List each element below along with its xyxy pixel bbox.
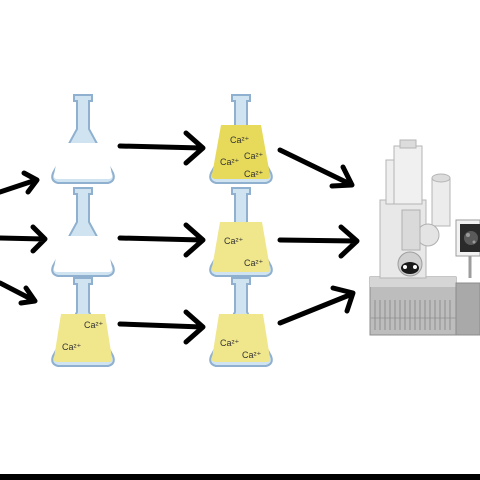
flask-2-1: Ca²⁺ Ca²⁺ Ca²⁺ Ca²⁺ bbox=[209, 94, 273, 184]
arrow-mid-bottom bbox=[117, 309, 206, 345]
arrow-in-bottom bbox=[0, 280, 38, 306]
bottom-border bbox=[0, 474, 480, 480]
ion-label: Ca²⁺ bbox=[62, 342, 82, 352]
calcium-flasks: Ca²⁺ Ca²⁺ Ca²⁺ Ca²⁺ Ca²⁺ Ca²⁺ Ca²⁺ Ca²⁺ bbox=[209, 94, 273, 367]
flask-2-3: Ca²⁺ Ca²⁺ bbox=[209, 277, 273, 367]
flask-1-1 bbox=[51, 94, 115, 184]
arrow-out-middle bbox=[277, 224, 360, 259]
ion-label: Ca²⁺ bbox=[220, 338, 240, 348]
arrow-in-middle bbox=[0, 224, 48, 254]
arrow-mid-middle bbox=[117, 222, 206, 258]
arrow-out-top bbox=[277, 147, 355, 189]
ion-label: Ca²⁺ bbox=[230, 135, 250, 145]
electron-microscope-icon bbox=[369, 139, 480, 336]
ion-label: Ca²⁺ bbox=[244, 151, 264, 161]
ion-label: Ca²⁺ bbox=[220, 157, 240, 167]
initial-flasks: Ca²⁺ Ca²⁺ bbox=[51, 94, 115, 367]
ion-label: Ca²⁺ bbox=[244, 258, 264, 268]
flask-1-2 bbox=[51, 187, 115, 277]
middle-arrows bbox=[117, 130, 206, 345]
flask-1-3: Ca²⁺ Ca²⁺ bbox=[51, 277, 115, 367]
arrow-mid-top bbox=[117, 130, 206, 166]
ion-label: Ca²⁺ bbox=[224, 236, 244, 246]
arrow-in-top bbox=[0, 170, 40, 195]
flask-2-2: Ca²⁺ Ca²⁺ bbox=[209, 187, 273, 277]
ion-label: Ca²⁺ bbox=[244, 169, 264, 179]
ion-label: Ca²⁺ bbox=[84, 320, 104, 330]
arrow-out-bottom bbox=[277, 285, 356, 326]
ion-label: Ca²⁺ bbox=[242, 350, 262, 360]
right-arrows bbox=[277, 147, 360, 326]
incoming-arrows bbox=[0, 170, 48, 306]
